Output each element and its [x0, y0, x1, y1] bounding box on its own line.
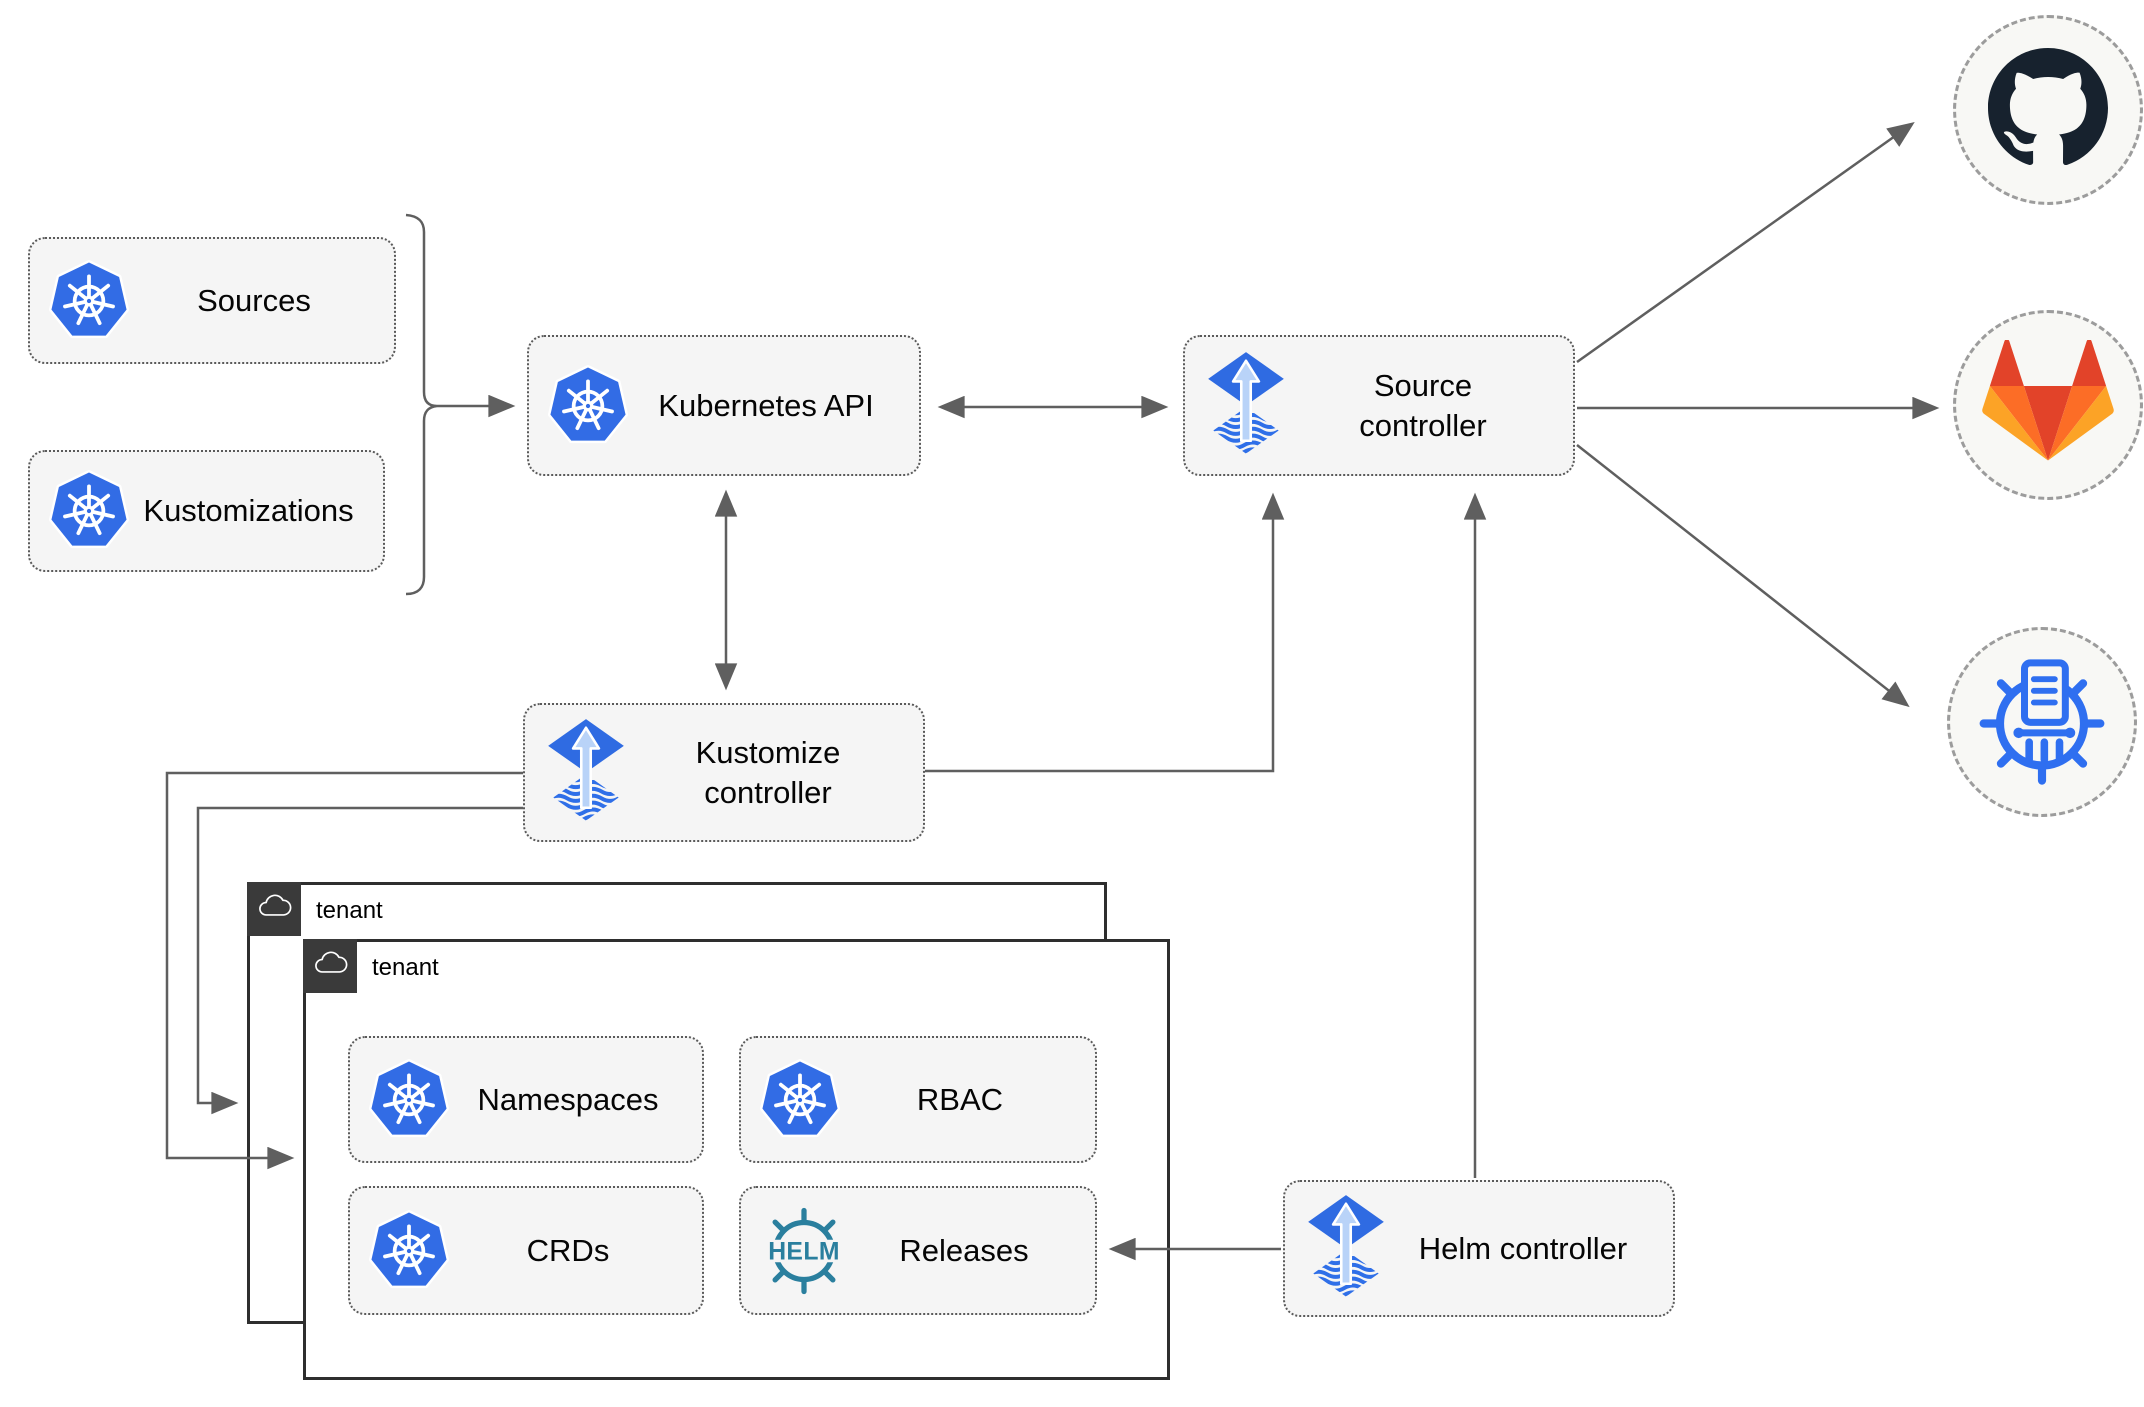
node-label: Sources — [197, 282, 311, 318]
node-label: Namespaces — [477, 1081, 659, 1117]
node-label: Kustomizations — [143, 493, 354, 529]
kubernetes-icon — [547, 364, 629, 447]
edge-source-controller-to-chartmuseum — [1576, 444, 1910, 708]
node-namespaces: Namespaces — [348, 1036, 704, 1163]
tenant-tag — [303, 939, 357, 993]
github-repo-circle — [1953, 15, 2143, 205]
cloud-icon — [312, 950, 348, 982]
node-label: Source controller — [1359, 368, 1487, 443]
tenant-group-front: tenant Namespaces RBAC — [303, 939, 1170, 1380]
kubernetes-icon — [759, 1058, 841, 1141]
kubernetes-icon — [368, 1058, 450, 1141]
node-sources: Sources — [28, 237, 396, 364]
github-icon — [1988, 47, 2108, 173]
flux-icon — [1303, 1195, 1389, 1302]
tenant-label: tenant — [372, 954, 439, 981]
tenant-tag — [247, 882, 301, 936]
edge-source-controller-to-github — [1576, 122, 1915, 364]
node-label: Kustomize controller — [695, 735, 841, 810]
node-label: RBAC — [916, 1081, 1004, 1117]
kubernetes-icon — [48, 259, 130, 342]
flux-icon — [1203, 352, 1289, 459]
node-kustomize-controller: Kustomize controller — [523, 703, 925, 842]
gitlab-repo-circle — [1953, 310, 2143, 500]
kubernetes-icon — [368, 1209, 450, 1292]
node-releases: HELM Releases — [739, 1186, 1097, 1315]
chartmuseum-repo-circle — [1947, 627, 2137, 817]
node-kubernetes-api: Kubernetes API — [527, 335, 921, 476]
edge-kustomize-controller-to-source-controller — [925, 492, 1285, 773]
node-kustomizations: Kustomizations — [28, 450, 385, 572]
node-source-controller: Source controller — [1183, 335, 1575, 476]
brace-sources-kustomizations — [405, 213, 438, 596]
chartmuseum-icon — [1972, 650, 2112, 795]
gitlab-icon — [1982, 338, 2114, 471]
cloud-icon — [256, 893, 292, 925]
node-rbac: RBAC — [739, 1036, 1097, 1163]
helm-icon: HELM — [759, 1206, 849, 1296]
node-label: CRDs — [526, 1232, 610, 1268]
node-helm-controller: Helm controller — [1283, 1180, 1675, 1317]
node-label: Helm controller — [1418, 1230, 1628, 1266]
helm-logo-text: HELM — [768, 1238, 840, 1265]
node-crds: CRDs — [348, 1186, 704, 1315]
kubernetes-icon — [48, 470, 130, 552]
node-label: Releases — [899, 1232, 1029, 1268]
flux-icon — [543, 719, 629, 826]
tenant-label: tenant — [316, 897, 383, 924]
node-label: Kubernetes API — [658, 387, 874, 423]
